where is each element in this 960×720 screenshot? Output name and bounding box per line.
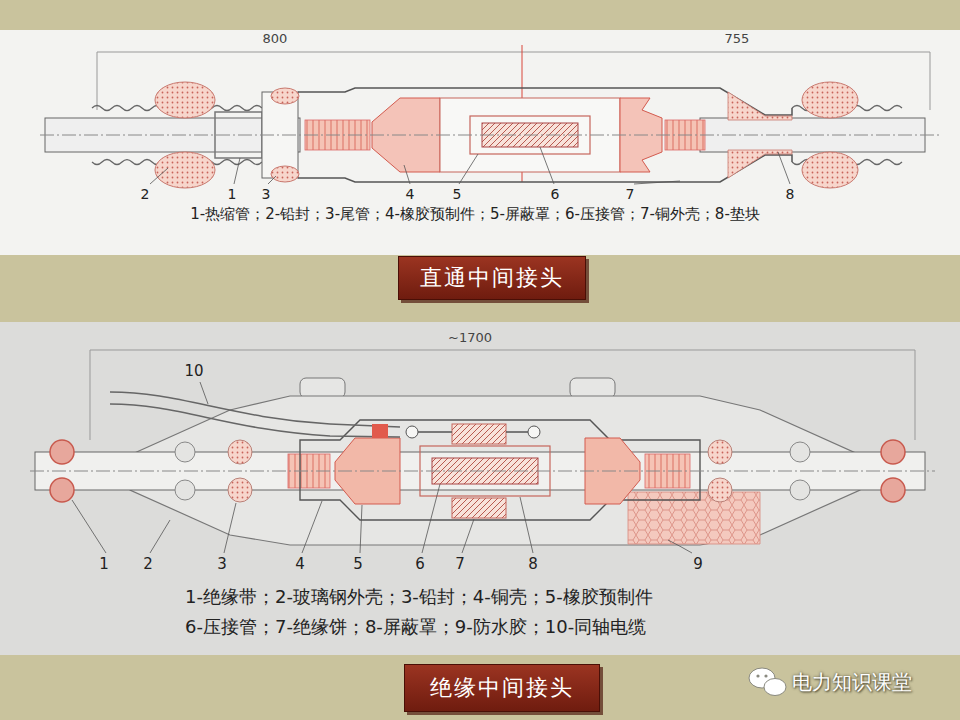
binding-ring <box>790 480 810 500</box>
lead-seal <box>155 152 215 188</box>
lead-seal <box>802 82 858 118</box>
callout-number: 6 <box>551 186 560 203</box>
dimension: 755 <box>725 31 750 47</box>
insulating-tape <box>881 478 905 502</box>
callout-number: 8 <box>786 186 795 203</box>
leader-line <box>150 168 168 184</box>
leader-lines <box>150 147 790 184</box>
leader-line <box>268 176 276 184</box>
lead-seal <box>271 166 299 182</box>
housing-boss <box>300 378 345 398</box>
bedding-block <box>728 92 792 120</box>
leader-line <box>634 181 680 184</box>
bolt <box>406 426 418 438</box>
parts-list: 1-绝缘带；2-玻璃钢外壳；3-铅封；4-铜壳；5-橡胶预制件 <box>185 586 653 608</box>
insulating-tape <box>50 478 74 502</box>
dimension: ~1700 <box>448 330 492 346</box>
callout-number: 8 <box>528 555 538 573</box>
lead-seal <box>271 88 299 104</box>
lower-panel <box>0 322 960 655</box>
leader-line <box>520 497 533 553</box>
center-line <box>30 471 935 472</box>
callout-number: 3 <box>217 555 227 573</box>
lead-seal <box>708 478 732 502</box>
insulating-disc <box>452 498 506 518</box>
callout-number: 3 <box>262 186 271 203</box>
leader-line <box>422 484 440 553</box>
insulating-tape <box>50 440 74 464</box>
caption-text: 绝缘中间接头 <box>430 675 574 701</box>
lead-seal <box>228 478 252 502</box>
callout-number: 2 <box>141 186 150 203</box>
lead-seal <box>708 440 732 464</box>
wechat-icon <box>764 674 767 677</box>
callout-number: 6 <box>415 555 425 573</box>
coaxial-cable <box>110 404 400 437</box>
housing-boss <box>570 378 615 398</box>
leader-line <box>778 152 790 184</box>
leader-line <box>302 501 322 553</box>
leader-line <box>72 500 106 553</box>
callout-number: 9 <box>693 555 703 573</box>
wechat-icon <box>764 679 786 696</box>
callout-number: 10 <box>184 362 203 380</box>
parts-list: 6-压接管；7-绝缘饼；8-屏蔽罩；9-防水胶；10-同轴电缆 <box>185 616 646 638</box>
callout-number: 7 <box>455 555 465 573</box>
leader-line <box>459 154 478 184</box>
leader-line <box>540 147 554 184</box>
callout-number: 2 <box>143 555 153 573</box>
callout-number: 5 <box>453 186 462 203</box>
callout-number: 4 <box>295 555 305 573</box>
leader-line <box>200 382 208 404</box>
binding-ring <box>790 442 810 462</box>
parts-list: 1-热缩管；2-铅封；3-尾管；4-橡胶预制件；5-屏蔽罩；6-压接管；7-铜外… <box>190 205 760 223</box>
callout-number: 7 <box>626 186 635 203</box>
callout-number: 5 <box>353 555 363 573</box>
binding-ring <box>175 442 195 462</box>
leader-line <box>668 540 692 553</box>
lead-seal <box>155 82 215 118</box>
upper-panel <box>0 30 960 255</box>
leader-line <box>234 158 240 184</box>
dimension: 800 <box>263 31 288 47</box>
center-line <box>40 135 940 136</box>
leader-line <box>462 519 474 553</box>
leader-line <box>360 505 362 553</box>
coaxial-cable <box>110 392 400 427</box>
leader-line <box>150 520 170 553</box>
caption-band: 绝缘中间接头 <box>404 664 600 712</box>
callout-number: 1 <box>99 555 109 573</box>
watermark: 电力知识课堂 <box>792 670 912 694</box>
leader-line <box>224 503 236 553</box>
cable-lug <box>372 424 388 438</box>
copper-shell <box>300 420 700 520</box>
bolt <box>528 426 540 438</box>
callout-number: 1 <box>228 186 237 203</box>
insulating-tape <box>881 440 905 464</box>
lead-seal <box>228 440 252 464</box>
leader-lines <box>72 382 692 553</box>
bond-wire <box>418 431 452 433</box>
wechat-icon <box>756 674 759 677</box>
caption-band: 直通中间接头 <box>398 256 586 300</box>
bond-wire <box>506 431 528 433</box>
leader-line <box>404 165 410 184</box>
lead-seal <box>802 152 858 188</box>
binding-ring <box>175 480 195 500</box>
insulating-disc <box>452 424 506 444</box>
callout-number: 4 <box>406 186 415 203</box>
caption-text: 直通中间接头 <box>420 265 564 291</box>
